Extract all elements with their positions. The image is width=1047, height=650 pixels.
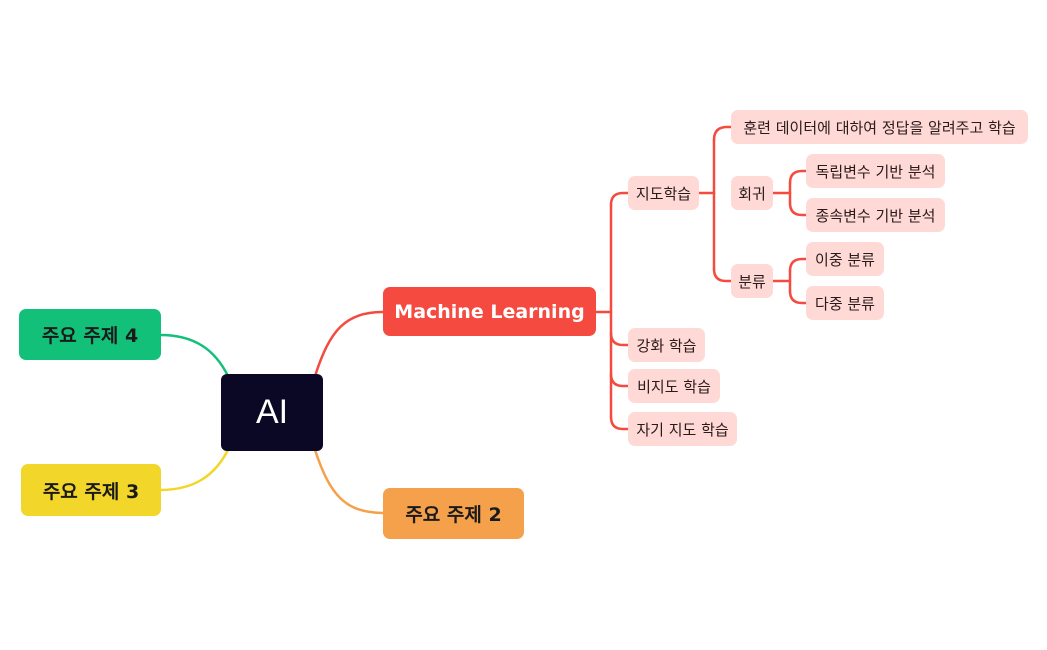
connector-regression-b <box>788 201 808 217</box>
connector-ml-self-supervised <box>609 415 630 431</box>
subtopic-regression-independent[interactable]: 독립변수 기반 분석 <box>806 154 945 188</box>
subtopic-regression-dependent[interactable]: 종속변수 기반 분석 <box>806 198 945 232</box>
connector-classification-a <box>788 257 808 273</box>
connector-ml-supervised <box>609 191 630 207</box>
connector-supervised-classification <box>712 267 733 283</box>
subtopic-supervised-desc[interactable]: 훈련 데이터에 대하여 정답을 알려주고 학습 <box>731 110 1028 144</box>
subtopic-supervised[interactable]: 지도학습 <box>628 176 699 210</box>
subtopic-self-supervised[interactable]: 자기 지도 학습 <box>628 412 737 446</box>
connector-ai-ml <box>313 310 386 378</box>
subtopic-classification-multi[interactable]: 다중 분류 <box>806 286 884 320</box>
connector-classification-b <box>788 289 808 305</box>
subtopic-classification[interactable]: 분류 <box>731 264 773 298</box>
connector-ml-reinforcement <box>609 331 630 347</box>
connector-ai-topic2 <box>313 448 386 515</box>
subtopic-unsupervised[interactable]: 비지도 학습 <box>628 369 720 403</box>
connector-ml-unsupervised <box>609 372 630 388</box>
root-node-ai[interactable]: AI <box>221 374 323 451</box>
connector-ai-topic4 <box>158 333 230 378</box>
subtopic-regression[interactable]: 회귀 <box>731 176 773 210</box>
connector-regression-a <box>788 169 808 185</box>
topic-4[interactable]: 주요 주제 4 <box>19 309 161 360</box>
subtopic-reinforcement[interactable]: 강화 학습 <box>628 328 705 362</box>
topic-3[interactable]: 주요 주제 3 <box>21 464 161 516</box>
connector-ai-topic3 <box>158 448 230 492</box>
topic-2[interactable]: 주요 주제 2 <box>383 488 524 539</box>
topic-machine-learning[interactable]: Machine Learning <box>383 287 596 336</box>
connector-supervised-desc <box>712 125 733 142</box>
subtopic-classification-binary[interactable]: 이중 분류 <box>806 242 884 276</box>
